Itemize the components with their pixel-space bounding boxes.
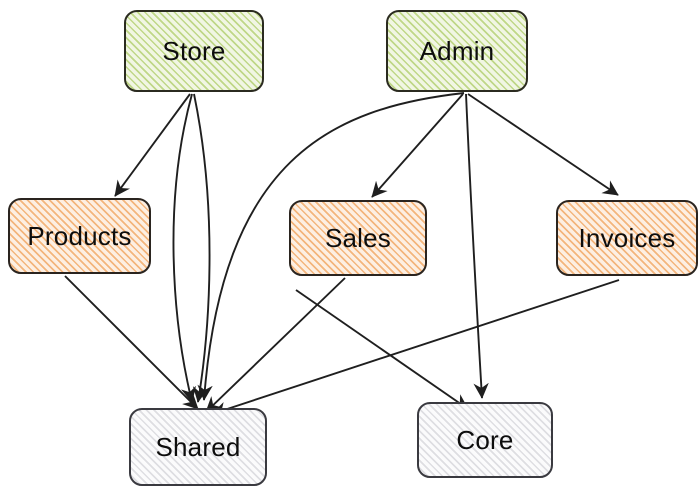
node-store[interactable]: Store bbox=[124, 10, 264, 92]
node-invoices[interactable]: Invoices bbox=[556, 200, 698, 276]
edge-admin-sales bbox=[371, 93, 464, 198]
edge-store-shared-a bbox=[172, 93, 196, 403]
node-invoices-label: Invoices bbox=[578, 223, 676, 253]
edge-sales-shared bbox=[205, 277, 346, 413]
node-shared[interactable]: Shared bbox=[129, 408, 267, 486]
node-shared-label: Shared bbox=[155, 432, 241, 462]
node-admin-label: Admin bbox=[419, 36, 495, 66]
edge-store-products bbox=[114, 93, 191, 197]
edge-store-shared-b bbox=[192, 93, 211, 403]
node-sales[interactable]: Sales bbox=[289, 200, 427, 276]
node-core-label: Core bbox=[456, 425, 514, 455]
edge-admin-core bbox=[465, 93, 489, 399]
edge-admin-shared bbox=[197, 92, 465, 401]
node-products[interactable]: Products bbox=[8, 198, 151, 274]
node-sales-label: Sales bbox=[324, 223, 392, 253]
edge-products-shared bbox=[64, 275, 199, 410]
edge-sales-core bbox=[295, 289, 469, 410]
node-store-label: Store bbox=[162, 36, 226, 66]
edge-invoices-shared bbox=[211, 279, 620, 417]
edge-admin-invoices bbox=[467, 93, 619, 196]
node-admin[interactable]: Admin bbox=[386, 10, 528, 92]
node-core[interactable]: Core bbox=[417, 402, 553, 478]
node-products-label: Products bbox=[27, 221, 132, 251]
